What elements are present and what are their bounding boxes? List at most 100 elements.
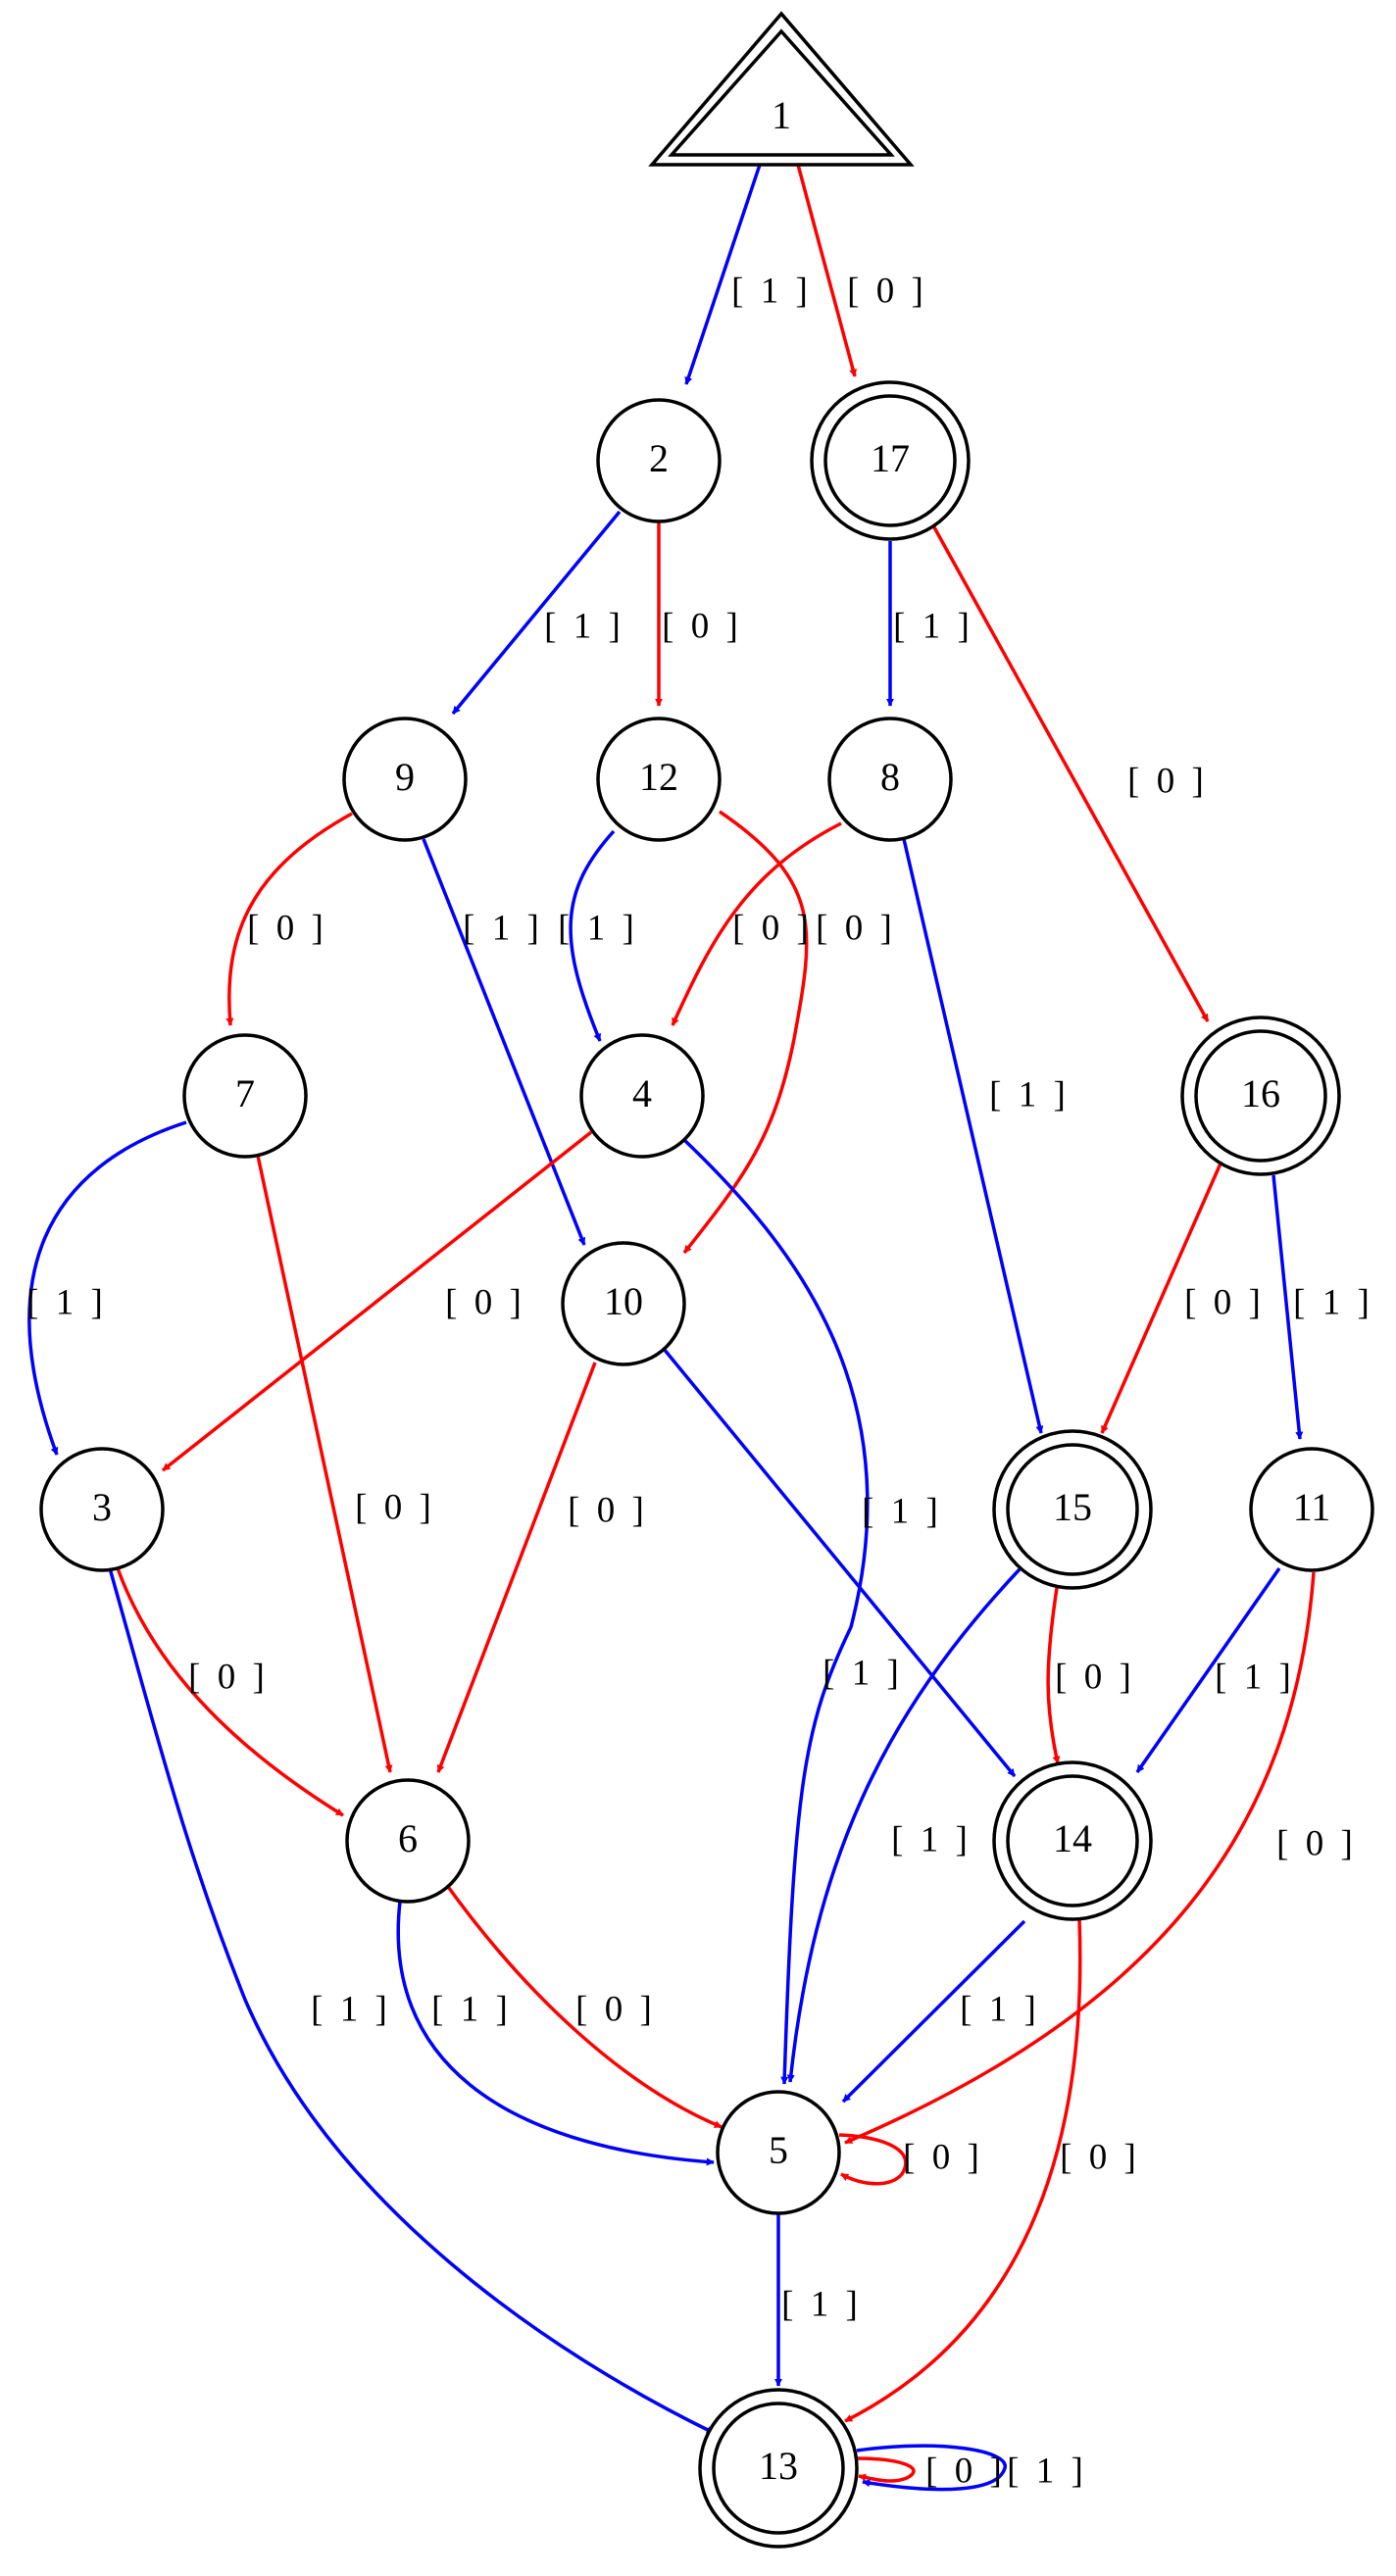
node-15[interactable]: 15 (992, 1429, 1153, 1590)
edge-9-to-10-one (422, 838, 586, 1246)
edge-label-17-to-8-one: [ 1 ] (893, 606, 973, 646)
node-13[interactable]: 13 (698, 2388, 859, 2549)
node-7-circle (182, 1033, 308, 1159)
edge-label-12-to-10-zero: [ 0 ] (816, 908, 896, 948)
edge-4-to-5-one (681, 1137, 870, 2085)
edge-label-15-to-14-zero: [ 0 ] (1055, 1657, 1135, 1697)
node-8-circle (827, 717, 953, 842)
edge-10-to-14-one (662, 1347, 1017, 1778)
edge-label-8-to-15-one: [ 1 ] (989, 1074, 1070, 1115)
edge-11-to-5-zero (844, 1571, 1316, 2145)
node-14-inner-ring (1006, 1774, 1139, 1907)
edge-label-5-to-5-zero: [ 0 ] (903, 2137, 983, 2177)
edge-label-14-to-5-one: [ 1 ] (960, 1989, 1040, 2029)
edge-label-3-to-6-zero: [ 0 ] (188, 1657, 269, 1697)
edge-label-11-to-5-zero: [ 0 ] (1276, 1823, 1357, 1863)
edge-16-to-15-zero (1100, 1163, 1222, 1434)
node-label-14: 14 (1053, 1816, 1092, 1860)
edge-14-to-13-zero (844, 1918, 1082, 2423)
node-11[interactable]: 11 (1249, 1447, 1374, 1572)
edge-label-6-to-5-zero: [ 0 ] (575, 1989, 656, 2029)
node-12-circle (596, 717, 722, 842)
edge-label-5-to-13-one: [ 1 ] (781, 2284, 862, 2324)
node-label-8: 8 (880, 755, 900, 799)
node-label-6: 6 (398, 1816, 418, 1860)
node-11-circle (1249, 1447, 1374, 1572)
edge-16-to-11-one (1271, 1174, 1304, 1440)
node-4[interactable]: 4 (579, 1033, 705, 1159)
edge-13-to-13-zero (856, 2456, 916, 2483)
edge-10-to-6-zero (436, 1362, 597, 1773)
node-6[interactable]: 6 (345, 1778, 471, 1904)
edge-label-3-to-13-one: [ 1 ] (311, 1989, 391, 2029)
edge-1-to-2-one (684, 164, 762, 385)
node-label-16: 16 (1241, 1071, 1280, 1115)
node-10[interactable]: 10 (561, 1241, 686, 1366)
node-4-circle (579, 1033, 705, 1159)
node-9-circle (342, 717, 468, 842)
edge-label-7-to-6-zero: [ 0 ] (355, 1487, 435, 1527)
edge-4-to-3-zero (161, 1130, 593, 1472)
edge-label-10-to-6-zero: [ 0 ] (568, 1490, 648, 1530)
node-label-15: 15 (1053, 1485, 1092, 1529)
node-label-3: 3 (92, 1485, 112, 1529)
node-17[interactable]: 17 (810, 380, 971, 541)
edge-label-6-to-5-one: [ 1 ] (431, 1989, 512, 2029)
edge-6-to-5-one (396, 1901, 715, 2166)
edge-label-4-to-3-zero: [ 0 ] (445, 1282, 525, 1322)
node-7[interactable]: 7 (182, 1033, 308, 1159)
node-label-12: 12 (639, 755, 678, 799)
node-6-circle (345, 1778, 471, 1904)
edge-label-9-to-7-zero: [ 0 ] (247, 908, 327, 948)
node-label-1: 1 (772, 93, 791, 137)
node-label-11: 11 (1293, 1485, 1331, 1529)
edge-label-1-to-2-one: [ 1 ] (731, 271, 812, 311)
edge-label-10-to-14-one: [ 1 ] (823, 1653, 903, 1693)
node-label-17: 17 (871, 436, 910, 480)
edge-11-to-14-one (1135, 1566, 1281, 1774)
node-label-7: 7 (235, 1071, 255, 1115)
edge-3-to-13-one (108, 1567, 715, 2435)
edge-2-to-9-one (451, 510, 622, 716)
node-3[interactable]: 3 (39, 1447, 165, 1572)
edge-5-to-5-zero (838, 2133, 908, 2186)
node-label-5: 5 (769, 2128, 788, 2172)
node-15-inner-ring (1006, 1443, 1139, 1576)
node-14[interactable]: 14 (992, 1760, 1153, 1921)
node-1[interactable]: 1 (648, 11, 915, 167)
edge-label-17-to-16-zero: [ 0 ] (1127, 761, 1208, 801)
edge-label-9-to-10-one: [ 1 ] (463, 908, 543, 948)
edge-label-16-to-15-zero: [ 0 ] (1184, 1282, 1265, 1322)
edge-14-to-5-one (841, 1919, 1026, 2104)
node-10-circle (561, 1241, 686, 1366)
edge-8-to-15-one (902, 838, 1044, 1434)
edge-6-to-5-zero (444, 1882, 723, 2129)
node-2[interactable]: 2 (596, 398, 722, 523)
edge-label-13-to-13-one: [ 1 ] (1007, 2451, 1087, 2491)
node-8[interactable]: 8 (827, 717, 953, 842)
edge-15-to-5-one (786, 1567, 1022, 2083)
edge-label-8-to-4-zero: [ 0 ] (732, 908, 813, 948)
edge-9-to-7-zero (225, 812, 353, 1026)
edge-7-to-3-one (27, 1120, 187, 1456)
edge-labels-layer: [ 1 ][ 0 ][ 1 ][ 0 ][ 1 ][ 0 ][ 0 ][ 1 ]… (26, 271, 1370, 2491)
node-label-4: 4 (632, 1071, 652, 1115)
node-16[interactable]: 16 (1180, 1016, 1341, 1176)
edge-label-13-to-13-zero: [ 0 ] (925, 2451, 1006, 2491)
edge-12-to-10-zero (682, 810, 809, 1255)
node-3-circle (39, 1447, 165, 1572)
node-2-circle (596, 398, 722, 523)
node-12[interactable]: 12 (596, 717, 722, 842)
edge-label-7-to-3-one: [ 1 ] (26, 1282, 107, 1322)
edge-7-to-6-zero (256, 1155, 393, 1773)
edge-label-14-to-13-zero: [ 0 ] (1060, 2137, 1140, 2177)
node-5[interactable]: 5 (716, 2090, 841, 2215)
node-13-inner-ring (712, 2402, 845, 2535)
edge-label-2-to-12-zero: [ 0 ] (662, 606, 742, 646)
edge-label-1-to-17-zero: [ 0 ] (847, 271, 927, 311)
edge-label-11-to-14-one: [ 1 ] (1215, 1657, 1295, 1697)
node-5-circle (716, 2090, 841, 2215)
node-9[interactable]: 9 (342, 717, 468, 842)
